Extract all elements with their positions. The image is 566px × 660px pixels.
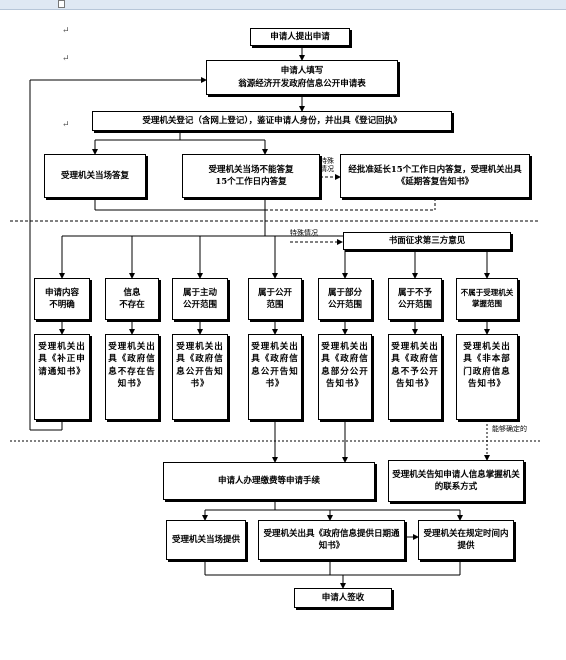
provide-in-time-box: 受理机关在规定时间内提供 [418, 520, 514, 560]
notice-partial: 受理机关出具《政府信息部分公开告知书》 [318, 334, 372, 420]
extend-box: 经批准延长15个工作日内答复，受理机关出具《延期答复告知书》 [340, 154, 530, 198]
special-case-label: 特殊情况 [290, 229, 318, 237]
date-notice-box: 受理机关出具《政府信息提供日期通知书》 [258, 520, 405, 560]
provide-now-box: 受理机关当场提供 [166, 520, 246, 560]
paragraph-mark: ↵ [62, 26, 70, 36]
notice-not-public: 受理机关出具《政府信息不予公开告知书》 [388, 334, 442, 420]
ruler-indent-marker[interactable] [58, 0, 65, 8]
if-known-label: 能够确定的 [492, 425, 527, 433]
category-unclear: 申请内容 不明确 [34, 278, 90, 320]
third-party-box: 书面征求第三方意见 [343, 232, 511, 250]
notice-correction: 受理机关出具《补正申请通知书》 [34, 334, 90, 420]
sign-box: 申请人签收 [294, 588, 392, 608]
paragraph-mark: ↵ [62, 120, 70, 130]
fee-box: 申请人办理缴费等申请手续 [163, 462, 375, 500]
notice-not-exist: 受理机关出具《政府信息不存在告知书》 [105, 334, 159, 420]
document-ruler [0, 0, 566, 10]
category-public: 属于公开 范围 [248, 278, 302, 320]
category-not-public: 属于不予 公开范围 [388, 278, 442, 320]
register-box: 受理机关登记（含网上登记），鉴证申请人身份，并出具《登记回执》 [92, 111, 452, 131]
fill-form-box: 申请人填写 翁源经济开发政府信息公开申请表 [206, 60, 398, 95]
contact-box: 受理机关告知申请人信息掌握机关的联系方式 [388, 460, 524, 502]
category-active: 属于主动 公开范围 [172, 278, 228, 320]
reply-now-box: 受理机关当场答复 [44, 154, 146, 198]
paragraph-mark: ↵ [62, 54, 70, 64]
category-not-exist: 信息 不存在 [105, 278, 159, 320]
category-not-dept: 不属于受理机关 掌握范围 [456, 278, 518, 320]
notice-not-dept: 受理机关出具《非本部门政府信息告知书》 [456, 334, 518, 420]
reply-15-days-box: 受理机关当场不能答复 15个工作日内答复 [182, 154, 320, 198]
notice-public: 受理机关出具《政府信息公开告知书》 [248, 334, 302, 420]
apply-box: 申请人提出申请 [250, 28, 350, 46]
special-case-label: 特殊 情况 [320, 157, 334, 174]
notice-active: 受理机关出具《政府信息公开告知书》 [172, 334, 228, 420]
category-partial: 属于部分 公开范围 [318, 278, 372, 320]
